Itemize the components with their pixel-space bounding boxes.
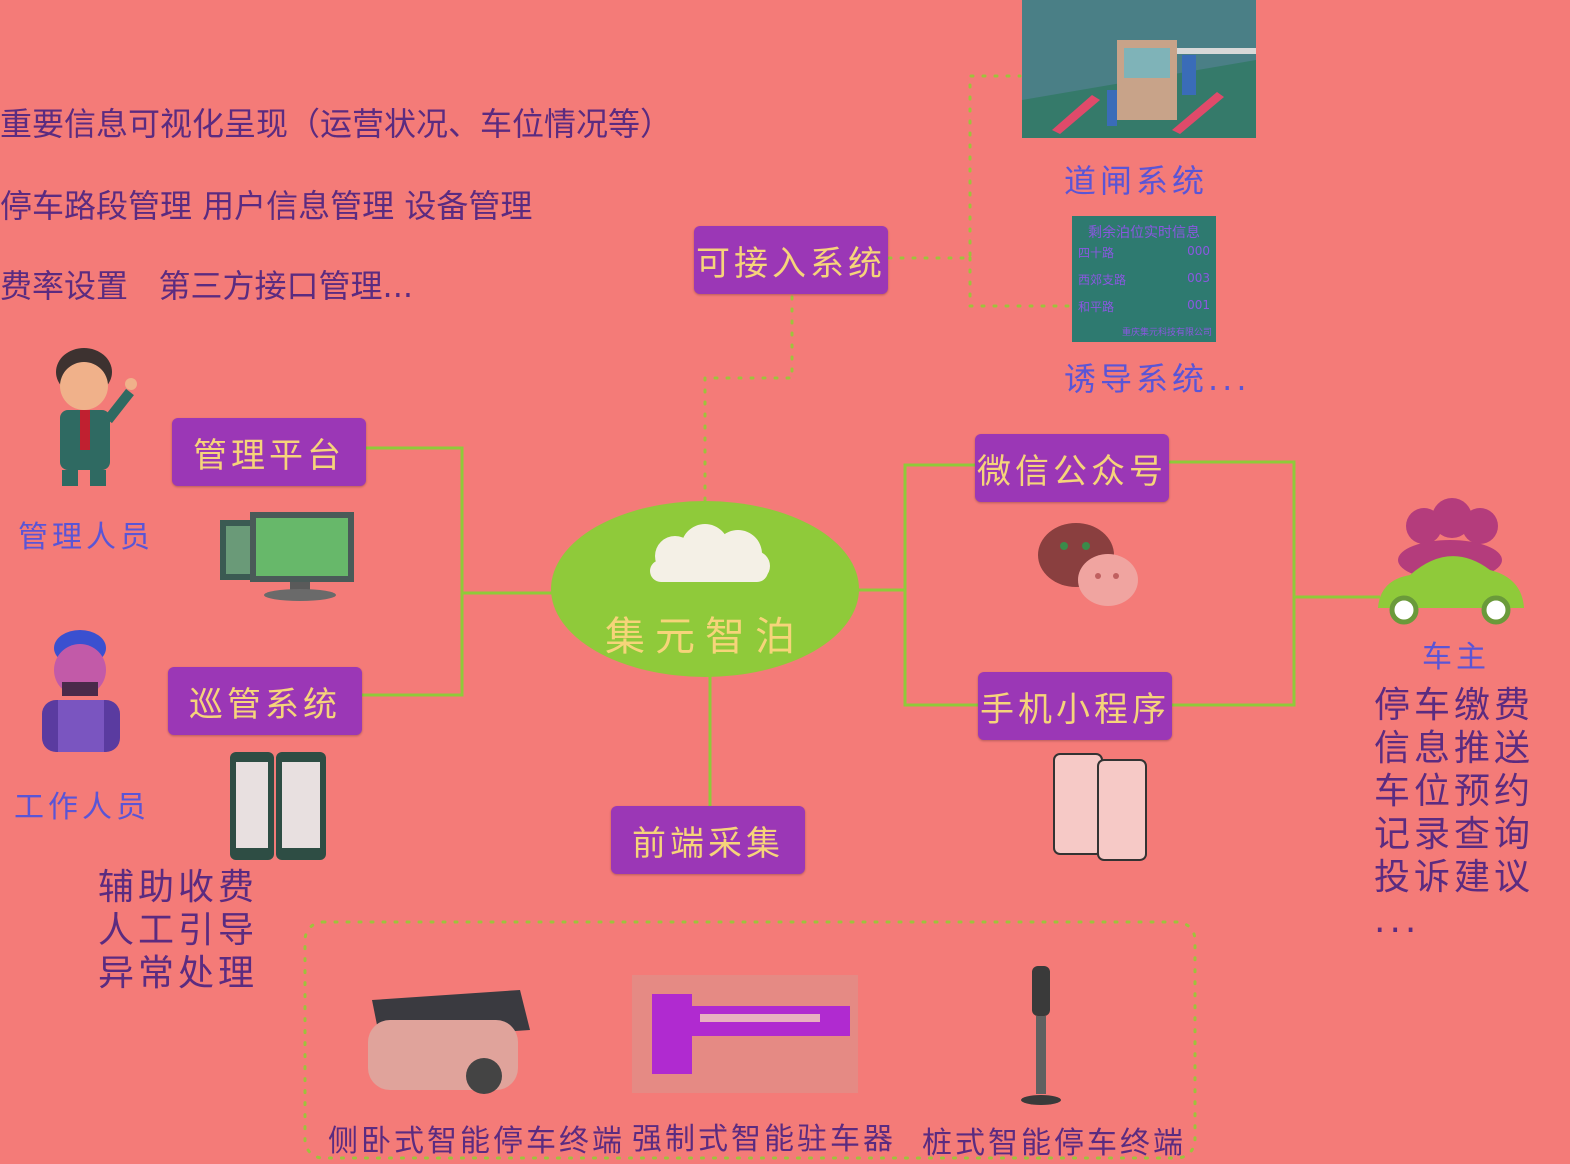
center-label: 集元智泊 bbox=[605, 614, 805, 660]
guidance-board-image: 剩余泊位实时信息 四十路 000 西郊支路 003 和平路 001 重庆集元科技… bbox=[1072, 216, 1216, 342]
cloud-icon bbox=[650, 524, 770, 582]
barrier-system-image bbox=[1022, 0, 1256, 138]
guidance-row-name: 和平路 bbox=[1078, 300, 1115, 314]
guidance-board-title: 剩余泊位实时信息 bbox=[1088, 225, 1200, 241]
worker-task-list: 辅助收费 人工引导 异常处理 bbox=[98, 867, 259, 994]
guidance-row-count: 000 bbox=[1187, 244, 1210, 258]
guidance-system-label: 诱导系统... bbox=[1064, 360, 1251, 398]
car-owner-role-label: 车主 bbox=[1422, 640, 1490, 675]
note-rates: 费率设置 第三方接口管理... bbox=[0, 267, 414, 305]
side-terminal-caption: 侧卧式智能停车终端 bbox=[328, 1124, 625, 1159]
guidance-board-footer: 重庆集元科技有限公司 bbox=[1121, 328, 1212, 338]
guidance-row-count: 003 bbox=[1187, 271, 1210, 285]
frontend-collection-box: 前端采集 bbox=[611, 806, 805, 874]
forced-lock-caption: 强制式智能驻车器 bbox=[632, 1122, 896, 1157]
guidance-row-name: 四十路 bbox=[1078, 246, 1115, 260]
note-visualization: 重要信息可视化呈现（运营状况、车位情况等） bbox=[0, 105, 673, 143]
pile-terminal-caption: 桩式智能停车终端 bbox=[922, 1126, 1186, 1161]
patrol-system-box: 巡管系统 bbox=[168, 667, 362, 735]
manager-role-label: 管理人员 bbox=[18, 520, 154, 555]
management-platform-box: 管理平台 bbox=[172, 418, 366, 486]
guidance-row-count: 001 bbox=[1187, 298, 1210, 312]
center-ellipse bbox=[551, 501, 859, 677]
owner-service-list: 停车缴费 信息推送 车位预约 记录查询 投诉建议 ... bbox=[1374, 685, 1535, 941]
note-management: 停车路段管理 用户信息管理 设备管理 bbox=[0, 187, 533, 225]
wechat-official-box: 微信公众号 bbox=[975, 434, 1169, 502]
access-system-box: 可接入系统 bbox=[694, 226, 888, 294]
worker-role-label: 工作人员 bbox=[14, 790, 150, 825]
guidance-row-name: 西郊支路 bbox=[1078, 273, 1127, 287]
mini-program-box: 手机小程序 bbox=[978, 672, 1172, 740]
barrier-system-label: 道闸系统 bbox=[1064, 162, 1209, 200]
